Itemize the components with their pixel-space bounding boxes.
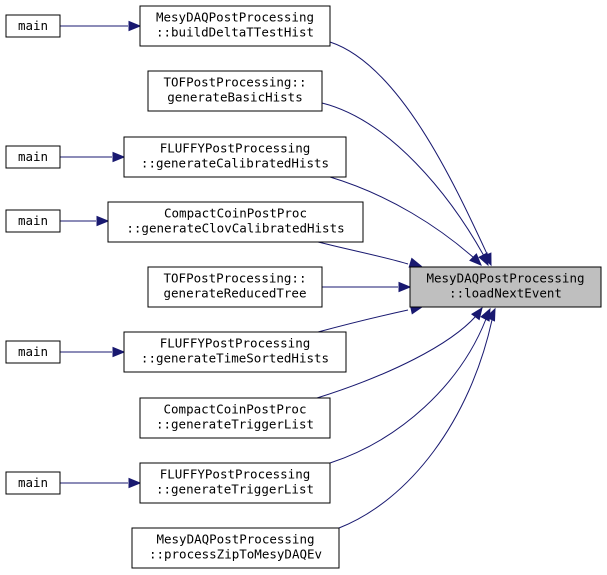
node-box bbox=[5, 209, 61, 233]
call-edge bbox=[329, 307, 491, 464]
call-edge bbox=[321, 102, 489, 267]
edge-line bbox=[317, 241, 409, 265]
main-node[interactable]: main bbox=[5, 209, 61, 233]
arrow-head bbox=[408, 257, 423, 268]
node-label-line: ::generateTriggerList bbox=[156, 417, 314, 432]
call-edge bbox=[316, 306, 483, 399]
node-label-line: CompactCoinPostProc bbox=[164, 402, 307, 417]
node-label-line: MesyDAQPostProcessing bbox=[156, 532, 314, 547]
main-label: main bbox=[18, 213, 48, 228]
arrow-head bbox=[128, 477, 142, 489]
node-box bbox=[123, 136, 347, 178]
edge-line bbox=[329, 41, 489, 257]
edge-line bbox=[329, 318, 487, 464]
edge-line bbox=[338, 319, 493, 529]
arrow-head bbox=[112, 346, 126, 358]
caller-node[interactable]: TOFPostProcessing::generateReducedTree bbox=[147, 266, 323, 308]
main-label: main bbox=[18, 149, 48, 164]
node-label-line: ::generateTimeSortedHists bbox=[141, 351, 329, 366]
node-label-line: generateBasicHists bbox=[167, 90, 302, 105]
caller-node[interactable]: MesyDAQPostProcessing::buildDeltaTTestHi… bbox=[139, 5, 331, 47]
call-edge bbox=[317, 241, 423, 268]
call-edge bbox=[317, 304, 424, 333]
node-box bbox=[5, 14, 61, 38]
call-edge bbox=[338, 307, 496, 529]
arrow-head bbox=[471, 306, 483, 321]
node-label-line: ::loadNextEvent bbox=[449, 286, 562, 301]
main-call-edge bbox=[60, 20, 142, 32]
edge-line bbox=[329, 176, 475, 259]
main-node[interactable]: main bbox=[5, 145, 61, 169]
node-label-line: ::generateTriggerList bbox=[156, 482, 314, 497]
node-box bbox=[139, 5, 331, 47]
node-label-line: generateReducedTree bbox=[164, 286, 307, 301]
node-label-line: MesyDAQPostProcessing bbox=[156, 10, 314, 25]
main-call-edge bbox=[60, 346, 126, 358]
edge-line bbox=[316, 315, 477, 399]
node-box bbox=[131, 527, 340, 569]
arrow-head bbox=[478, 252, 489, 267]
edge-line bbox=[321, 102, 485, 257]
node-box bbox=[139, 397, 331, 439]
node-box bbox=[139, 462, 331, 504]
node-label-line: ::processZipToMesyDAQEv bbox=[149, 547, 322, 562]
main-call-edge bbox=[60, 215, 110, 227]
arrow-head bbox=[96, 215, 110, 227]
caller-node[interactable]: MesyDAQPostProcessing::processZipToMesyD… bbox=[131, 527, 340, 569]
arrow-head bbox=[485, 307, 496, 322]
arrow-head bbox=[128, 20, 142, 32]
node-label-line: FLUFFYPostProcessing bbox=[160, 467, 311, 482]
main-node[interactable]: main bbox=[5, 471, 61, 495]
caller-node[interactable]: TOFPostProcessing::generateBasicHists bbox=[147, 70, 323, 112]
node-label-line: ::generateCalibratedHists bbox=[141, 156, 329, 171]
node-box bbox=[123, 331, 347, 373]
call-edge bbox=[322, 281, 412, 293]
node-box bbox=[107, 201, 364, 243]
caller-node[interactable]: FLUFFYPostProcessing::generateTriggerLis… bbox=[139, 462, 331, 504]
main-node[interactable]: main bbox=[5, 14, 61, 38]
arrow-head bbox=[398, 281, 412, 293]
main-label: main bbox=[18, 475, 48, 490]
arrow-head bbox=[469, 253, 482, 266]
caller-node[interactable]: CompactCoinPostProc::generateClovCalibra… bbox=[107, 201, 364, 243]
node-label-line: TOFPostProcessing:: bbox=[164, 75, 307, 90]
node-label-line: ::buildDeltaTTestHist bbox=[156, 25, 314, 40]
main-node[interactable]: main bbox=[5, 340, 61, 364]
caller-node[interactable]: CompactCoinPostProc::generateTriggerList bbox=[139, 397, 331, 439]
node-box bbox=[5, 145, 61, 169]
node-label-line: ::generateClovCalibratedHists bbox=[126, 221, 344, 236]
node-box bbox=[147, 70, 323, 112]
node-box bbox=[409, 266, 602, 308]
caller-node[interactable]: FLUFFYPostProcessing::generateCalibrated… bbox=[123, 136, 347, 178]
main-call-edge bbox=[60, 477, 142, 489]
node-label-line: FLUFFYPostProcessing bbox=[160, 141, 311, 156]
arrow-head bbox=[112, 151, 126, 163]
edge-line bbox=[317, 309, 409, 333]
node-label-line: MesyDAQPostProcessing bbox=[426, 271, 584, 286]
main-label: main bbox=[18, 18, 48, 33]
caller-node[interactable]: FLUFFYPostProcessing::generateTimeSorted… bbox=[123, 331, 347, 373]
node-label-line: FLUFFYPostProcessing bbox=[160, 336, 311, 351]
call-edge bbox=[329, 176, 482, 266]
node-box bbox=[5, 471, 61, 495]
target-node[interactable]: MesyDAQPostProcessing::loadNextEvent bbox=[409, 266, 602, 308]
node-box bbox=[147, 266, 323, 308]
main-call-edge bbox=[60, 151, 126, 163]
main-label: main bbox=[18, 344, 48, 359]
node-box bbox=[5, 340, 61, 364]
node-label-line: TOFPostProcessing:: bbox=[164, 271, 307, 286]
node-label-line: CompactCoinPostProc bbox=[164, 206, 307, 221]
